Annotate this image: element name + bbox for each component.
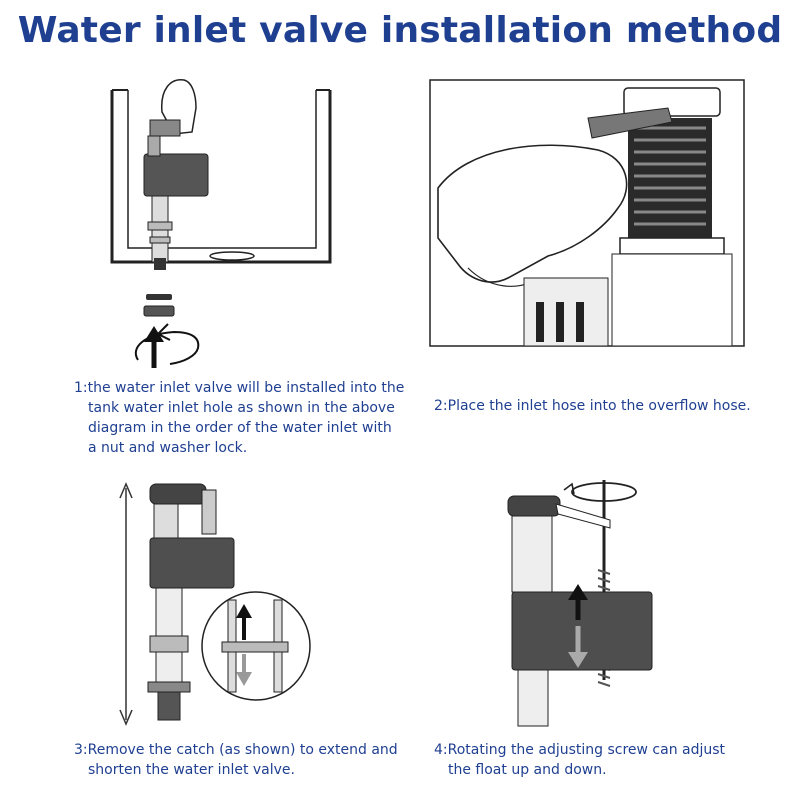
step4-caption-line: 4:Rotating the adjusting screw can adjus… [434, 742, 726, 758]
step1-caption-line: tank water inlet hole as shown in the ab… [88, 400, 395, 416]
step1-caption-line: 1:the water inlet valve will be installe… [74, 380, 405, 396]
step1-caption-line: diagram in the order of the water inlet … [88, 420, 392, 436]
step4-illustration [500, 470, 670, 730]
step3-detail-circle [200, 590, 312, 702]
step4-caption-line: the float up and down. [448, 762, 607, 778]
step3-caption: 3:Remove the catch (as shown) to extend … [74, 740, 398, 780]
step2-caption-line: 2:Place the inlet hose into the overflow… [434, 398, 751, 414]
step3-caption-line: shorten the water inlet valve. [88, 762, 295, 778]
step3-illustration [114, 476, 334, 726]
step1-caption: 1:the water inlet valve will be installe… [74, 378, 404, 458]
step1-caption-line: a nut and washer lock. [88, 440, 248, 456]
step1-illustration [100, 72, 360, 372]
page-title: Water inlet valve installation method [17, 10, 783, 51]
step4-caption: 4:Rotating the adjusting screw can adjus… [434, 740, 725, 780]
step3-caption-line: 3:Remove the catch (as shown) to extend … [74, 742, 398, 758]
step2-illustration [428, 78, 748, 350]
step2-caption: 2:Place the inlet hose into the overflow… [434, 396, 751, 416]
